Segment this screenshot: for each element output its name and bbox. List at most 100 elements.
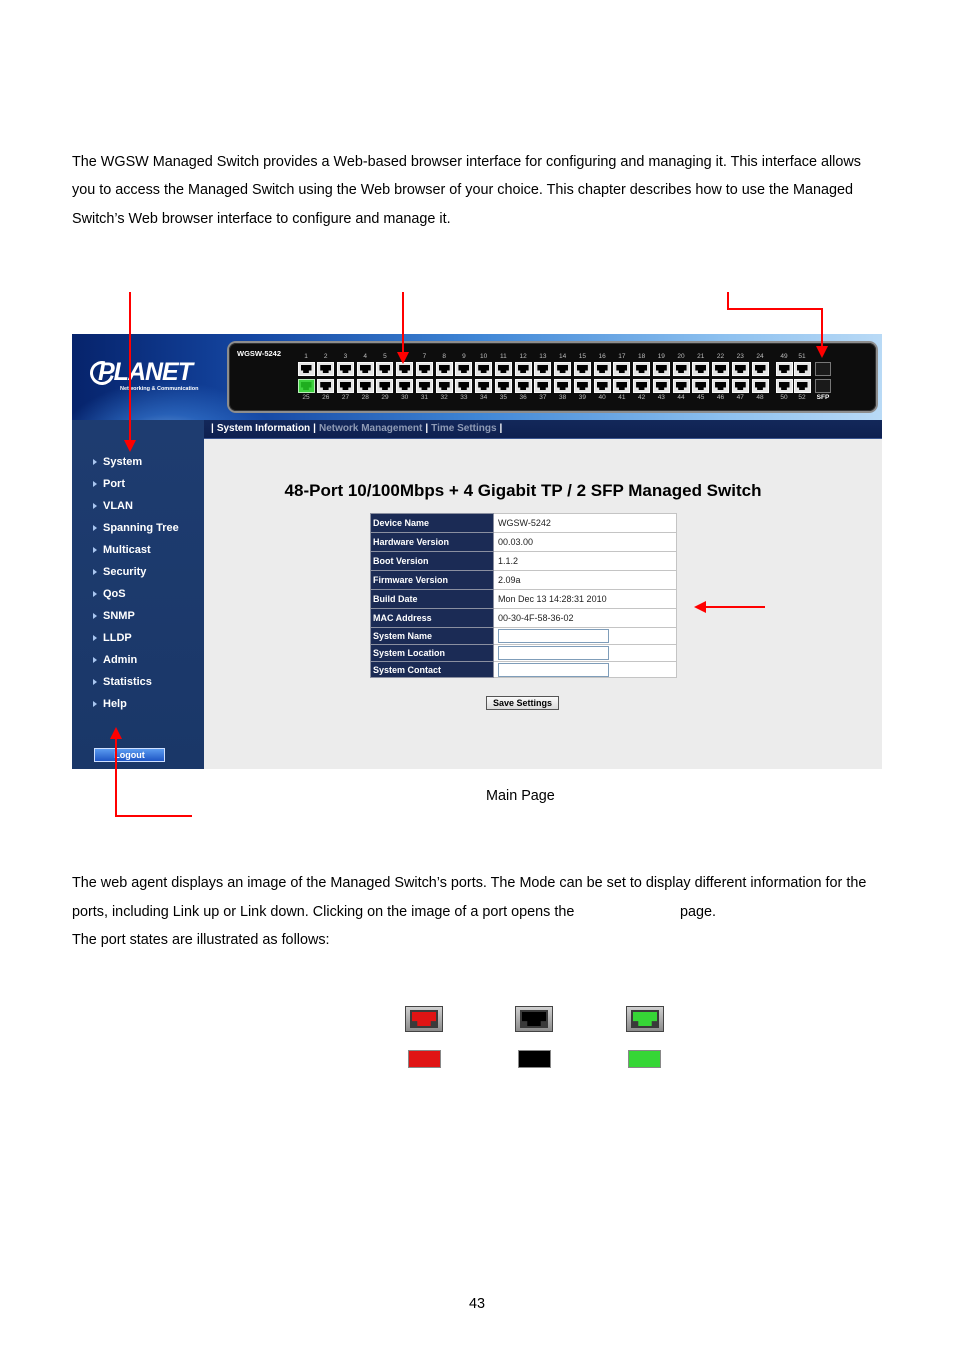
sidebar-item-statistics[interactable]: Statistics	[72, 671, 204, 693]
port-38[interactable]	[554, 379, 572, 393]
sidebar-item-vlan[interactable]: VLAN	[72, 495, 204, 517]
sfp-slot-bottom[interactable]	[815, 379, 831, 393]
port-32[interactable]	[435, 379, 453, 393]
logout-button[interactable]: Logout	[94, 748, 165, 762]
port-42[interactable]	[633, 379, 651, 393]
port-10[interactable]	[475, 362, 493, 376]
port-47[interactable]	[731, 379, 749, 393]
port-number-31: 31	[420, 394, 429, 401]
info-value	[493, 661, 677, 678]
sidebar-item-port[interactable]: Port	[72, 473, 204, 495]
port-number-39: 39	[578, 394, 586, 401]
port-26[interactable]	[317, 379, 335, 393]
sidebar-item-security[interactable]: Security	[72, 561, 204, 583]
port-30[interactable]	[396, 379, 414, 393]
port-51[interactable]	[793, 362, 811, 376]
sidebar-menu: System Port VLAN Spanning Tree Multicast…	[72, 451, 204, 715]
port-number-28: 28	[361, 394, 369, 401]
system-contact-input[interactable]	[498, 662, 609, 677]
port-28[interactable]	[356, 379, 374, 393]
port-18[interactable]	[633, 362, 651, 376]
intro-line-2: you to access the Managed Switch using t…	[72, 182, 853, 198]
info-value	[493, 627, 677, 645]
port-33[interactable]	[455, 379, 473, 393]
port-45[interactable]	[692, 379, 710, 393]
port-49[interactable]	[775, 362, 793, 376]
info-label: System Location	[370, 644, 494, 662]
logo-brand-text: PLANET	[98, 358, 193, 386]
port-37[interactable]	[534, 379, 552, 393]
port-5[interactable]	[376, 362, 394, 376]
port-48[interactable]	[751, 379, 769, 393]
sidebar-item-spanning-tree[interactable]: Spanning Tree	[72, 517, 204, 539]
port-46[interactable]	[712, 379, 730, 393]
port-number-32: 32	[440, 394, 448, 401]
port-20[interactable]	[672, 362, 690, 376]
port-1[interactable]	[297, 362, 315, 376]
sidebar-item-snmp[interactable]: SNMP	[72, 605, 204, 627]
port-13[interactable]	[534, 362, 552, 376]
port-number-9: 9	[462, 353, 466, 360]
port-14[interactable]	[554, 362, 572, 376]
save-settings-button[interactable]: Save Settings	[486, 696, 559, 710]
system-name-input[interactable]	[498, 629, 609, 643]
sidebar-item-admin[interactable]: Admin	[72, 649, 204, 671]
info-value: Mon Dec 13 14:28:31 2010	[493, 589, 677, 609]
port-23[interactable]	[731, 362, 749, 376]
port-4[interactable]	[356, 362, 374, 376]
sidebar-item-label: System	[103, 455, 143, 468]
port-29[interactable]	[376, 379, 394, 393]
port-2[interactable]	[317, 362, 335, 376]
port-25[interactable]	[297, 379, 315, 393]
port-43[interactable]	[652, 379, 670, 393]
port-number-27: 27	[341, 394, 350, 401]
tab-time-settings[interactable]: Time Settings	[431, 423, 497, 434]
port-8[interactable]	[435, 362, 453, 376]
port-16[interactable]	[593, 362, 611, 376]
port-9[interactable]	[455, 362, 473, 376]
port-number-44: 44	[677, 394, 685, 401]
port-22[interactable]	[712, 362, 730, 376]
port-number-12: 12	[519, 353, 527, 360]
port-21[interactable]	[692, 362, 710, 376]
port-44[interactable]	[672, 379, 690, 393]
triangle-right-icon	[93, 635, 97, 641]
port-7[interactable]	[415, 362, 433, 376]
port-41[interactable]	[613, 379, 631, 393]
port-19[interactable]	[652, 362, 670, 376]
port-27[interactable]	[336, 379, 354, 393]
sidebar-item-lldp[interactable]: LLDP	[72, 627, 204, 649]
port-35[interactable]	[494, 379, 512, 393]
port-36[interactable]	[514, 379, 532, 393]
port-24[interactable]	[751, 362, 769, 376]
info-value: 1.1.2	[493, 551, 677, 571]
info-label: Boot Version	[370, 551, 494, 571]
port-34[interactable]	[475, 379, 493, 393]
port-12[interactable]	[514, 362, 532, 376]
sidebar-item-qos[interactable]: QoS	[72, 583, 204, 605]
sidebar-item-system[interactable]: System	[72, 451, 204, 473]
port-17[interactable]	[613, 362, 631, 376]
info-value: 2.09a	[493, 570, 677, 590]
port-39[interactable]	[573, 379, 591, 393]
port-number-3: 3	[343, 353, 348, 360]
tab-system-information[interactable]: System Information	[216, 423, 311, 434]
sidebar-item-label: Admin	[103, 653, 138, 666]
sidebar-item-multicast[interactable]: Multicast	[72, 539, 204, 561]
port-31[interactable]	[415, 379, 433, 393]
sidebar-item-help[interactable]: Help	[72, 693, 204, 715]
port-11[interactable]	[494, 362, 512, 376]
port-52[interactable]	[793, 379, 811, 393]
tab-network-management[interactable]: Network Management	[318, 423, 423, 434]
port-6[interactable]	[396, 362, 414, 376]
port-15[interactable]	[573, 362, 591, 376]
port-number-6: 6	[402, 353, 407, 360]
sfp-slot-top[interactable]	[815, 362, 831, 376]
system-location-input[interactable]	[498, 646, 609, 660]
port-50[interactable]	[775, 379, 793, 393]
port-40[interactable]	[593, 379, 611, 393]
port-number-42: 42	[637, 394, 646, 401]
triangle-right-icon	[93, 679, 97, 685]
port-3[interactable]	[336, 362, 354, 376]
